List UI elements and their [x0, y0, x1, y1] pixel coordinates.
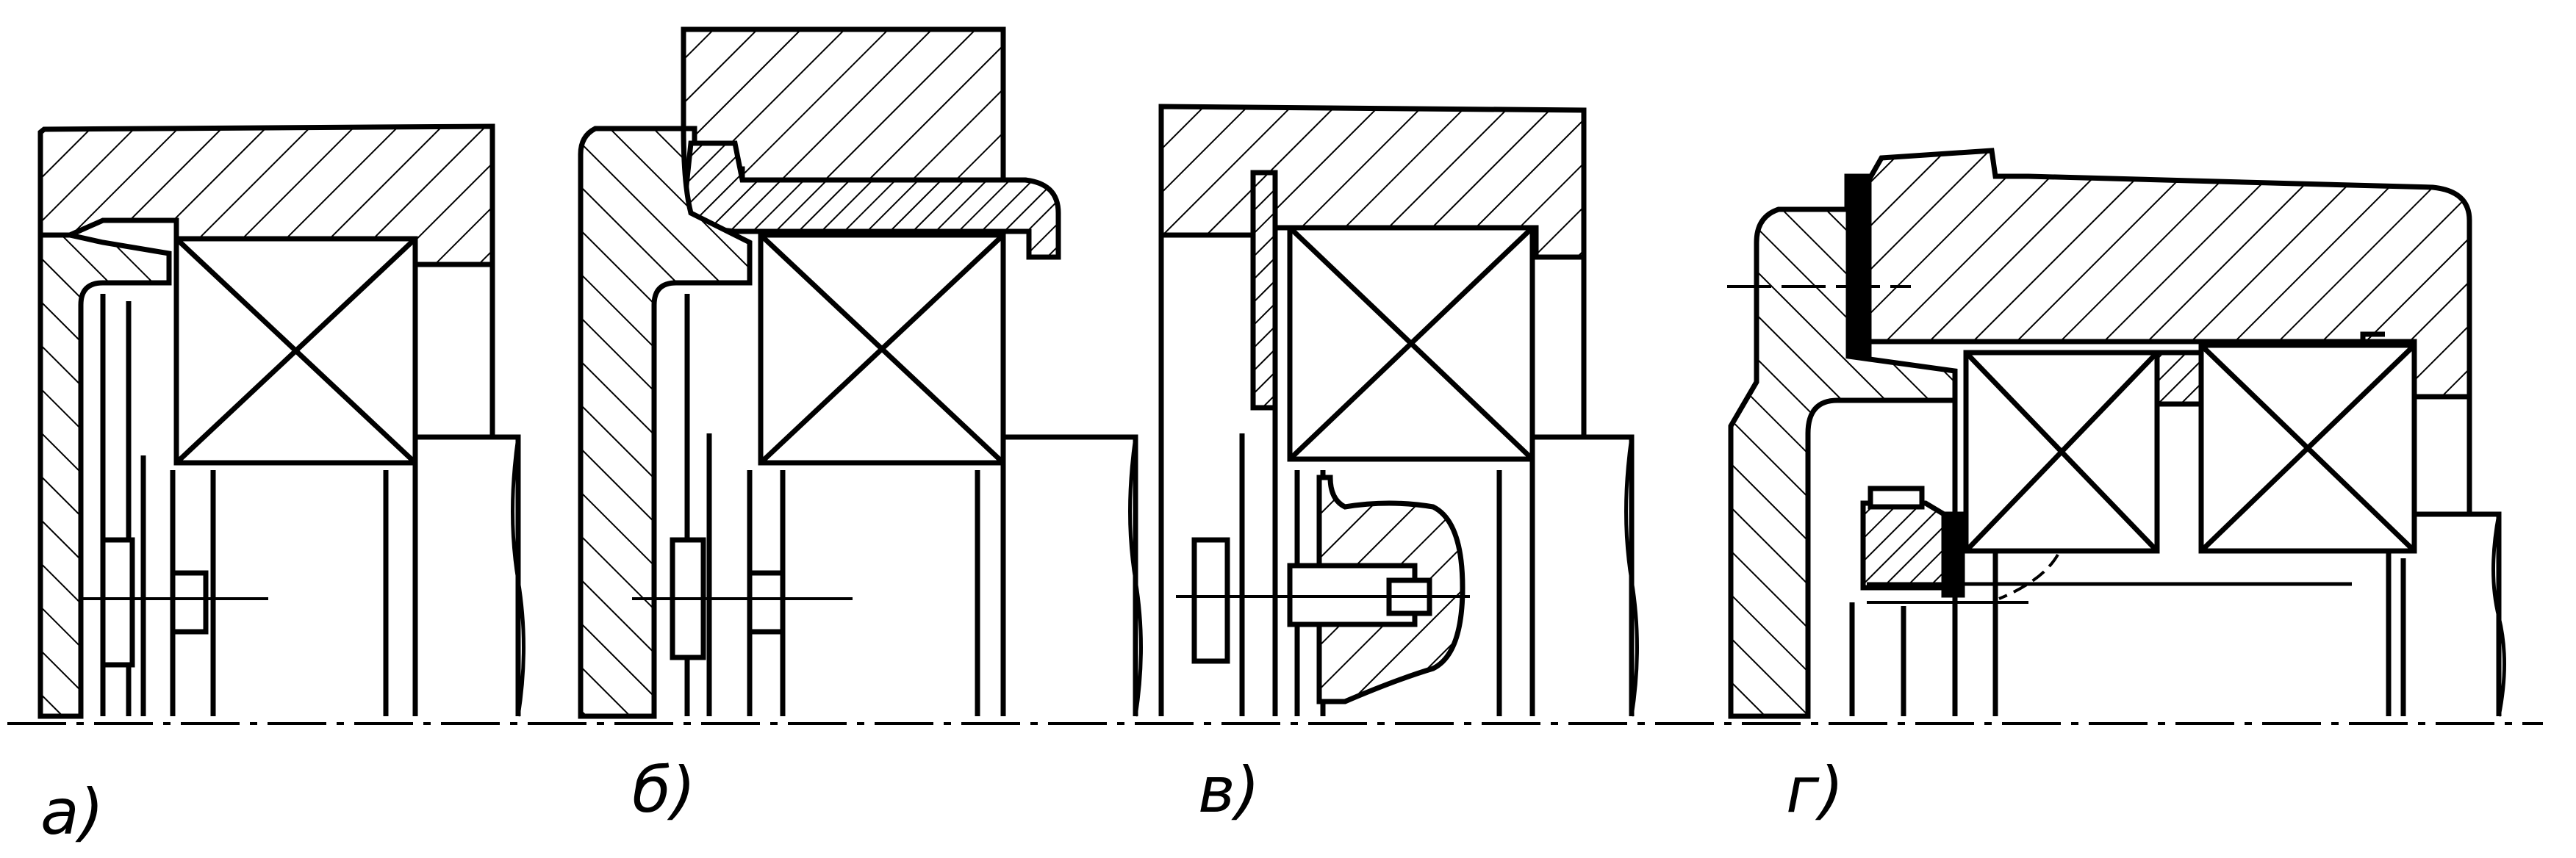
figure-v [1158, 104, 1639, 717]
figure-b [578, 26, 1143, 719]
spacer-v [1250, 170, 1278, 411]
caption-b: б) [632, 754, 696, 827]
caption-a: а) [40, 776, 104, 849]
cover-g [1728, 206, 1958, 719]
figure-g [1727, 148, 2506, 719]
caption-v: в) [1198, 754, 1260, 827]
figure-a [37, 123, 525, 719]
nut-g [1860, 500, 1947, 591]
spacer-g [2150, 350, 2204, 407]
caption-g: г) [1786, 754, 1844, 827]
cover-b [578, 126, 753, 719]
cover-a [37, 232, 172, 719]
